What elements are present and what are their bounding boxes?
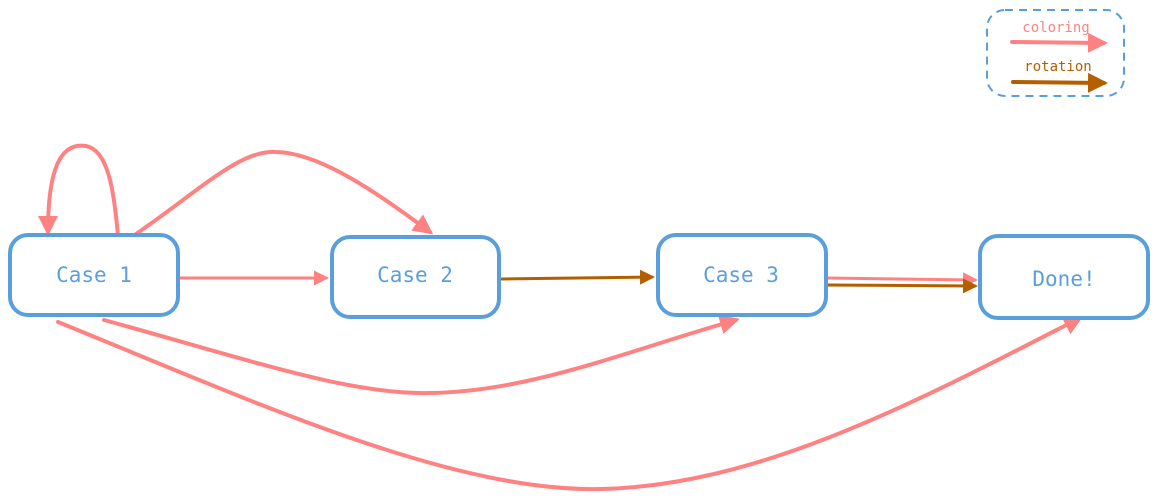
- edge-case1-case3-arc: [102, 314, 740, 396]
- legend-rotation-arrow: [1011, 72, 1108, 93]
- node-case3[interactable]: Case 3: [656, 233, 828, 317]
- node-case3-label: Case 3: [703, 263, 779, 287]
- edge-case3-done-coloring: [825, 272, 978, 288]
- edge-case3-done-rotation: [823, 278, 978, 294]
- node-case1[interactable]: Case 1: [8, 233, 180, 317]
- legend: coloring rotation: [986, 9, 1125, 97]
- node-case2-label: Case 2: [377, 263, 453, 287]
- edge-case1-self-loop: [38, 143, 120, 238]
- node-case1-label: Case 1: [56, 263, 132, 287]
- edge-case1-done-arc: [56, 316, 1084, 492]
- edge-case1-case2-arc: [134, 149, 434, 236]
- legend-coloring-arrow: [1010, 32, 1108, 53]
- node-case2[interactable]: Case 2: [330, 235, 501, 319]
- node-done[interactable]: Done!: [978, 234, 1150, 320]
- node-done-label: Done!: [1032, 267, 1095, 291]
- legend-rotation-label: rotation: [1024, 59, 1091, 75]
- edges: [38, 143, 1084, 492]
- legend-border: [986, 9, 1125, 97]
- legend-coloring-label: coloring: [1022, 20, 1089, 36]
- edge-case2-case3: [500, 269, 655, 285]
